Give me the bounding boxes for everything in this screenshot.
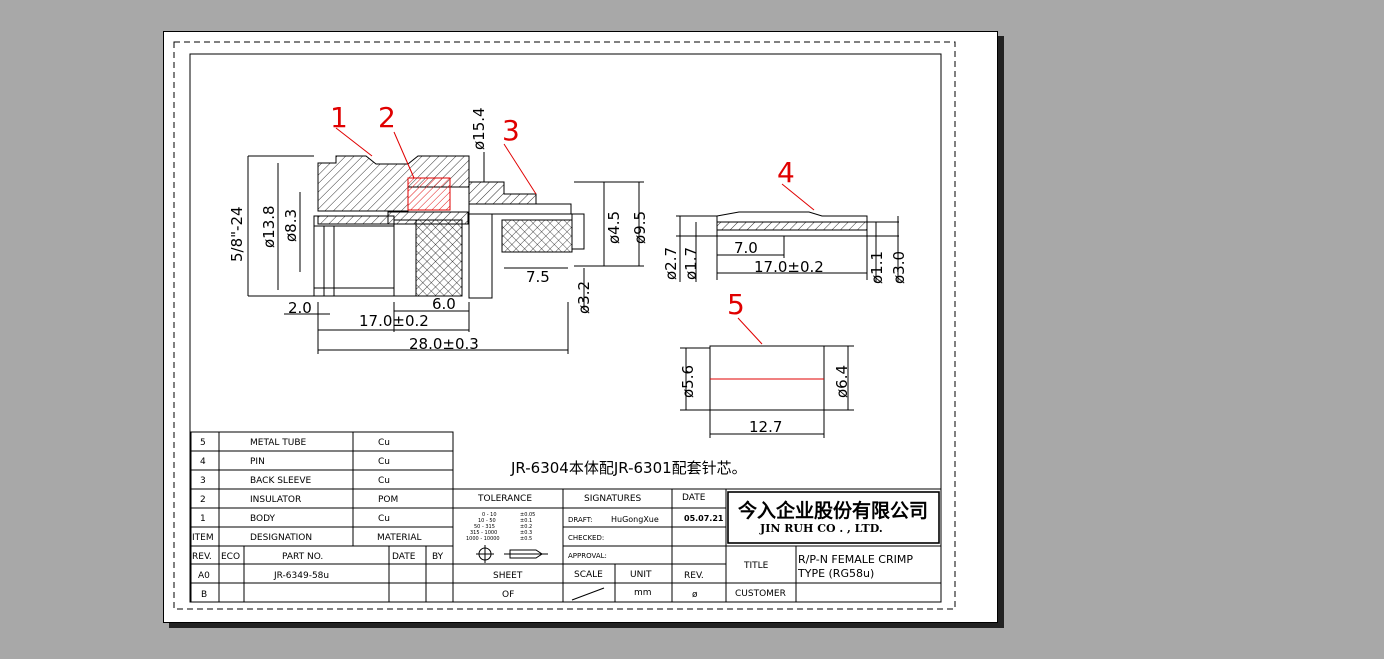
dim-3-2: ø3.2 [575, 281, 593, 314]
unit-label: UNIT [630, 570, 652, 580]
of-label: OF [502, 590, 514, 600]
dim-8-3: ø8.3 [282, 209, 300, 242]
dim-15-4: ø15.4 [470, 107, 488, 150]
rev-row-a0: A0 [198, 571, 210, 581]
tolerance-table: 0 - 10 ±0.05 10 - 50 ±0.1 50 - 315 ±0.2 … [466, 512, 535, 542]
dashed-border [173, 41, 956, 610]
company-name-en: JIN RUH CO . , LTD. [759, 522, 883, 535]
draft-name: HuGongXue [611, 515, 659, 524]
tol-value-2: ±0.1 [520, 518, 532, 524]
callout-2: 2 [378, 101, 396, 134]
dim-tube-5-6: ø5.6 [679, 365, 697, 398]
title-block-text: TOLERANCE 0 - 10 ±0.05 10 - 50 ±0.1 50 -… [466, 493, 928, 600]
tol-range-3: 50 - 315 [474, 524, 495, 530]
rev-header-eco: ECO [221, 552, 240, 562]
projection-symbol [476, 545, 548, 563]
metal-tube-view [680, 317, 854, 438]
bom-row-2-no: 2 [200, 495, 206, 505]
callout-3: 3 [502, 114, 520, 147]
draft-date: 05.07.21 [684, 514, 724, 523]
dim-4-5: ø4.5 [605, 211, 623, 244]
dim-tube-6-4: ø6.4 [833, 365, 851, 398]
bom-header-item: ITEM [192, 533, 214, 543]
title-label: TITLE [743, 561, 769, 571]
bom-row-3-no: 3 [200, 476, 206, 486]
bom-table [190, 431, 942, 603]
bom-header-designation: DESIGNATION [250, 533, 312, 543]
bom-row-3-material: Cu [378, 476, 390, 486]
callout-numbers: 1 2 3 4 5 [330, 101, 795, 321]
dim-2-0: 2.0 [288, 299, 312, 317]
assembly-note: JR-6304本体配JR-6301配套针芯。 [510, 459, 747, 477]
bom-row-5-material: Cu [378, 438, 390, 448]
approval-label: APPROVAL: [568, 552, 607, 560]
tol-range-5: 1000 - 10000 [466, 536, 500, 542]
dim-pin-17-0: 17.0±0.2 [754, 258, 824, 276]
sheet-label: SHEET [493, 571, 523, 581]
dim-17-0: 17.0±0.2 [359, 312, 429, 330]
dim-thread: 5/8"-24 [228, 206, 246, 262]
signatures-label: SIGNATURES [584, 494, 642, 504]
rev-header-date: DATE [392, 552, 416, 562]
rev-row-b: B [201, 590, 207, 600]
rev-value: ø [692, 590, 698, 600]
unit-value: mm [634, 588, 652, 598]
tube-dimension-labels: ø5.6 ø6.4 12.7 [679, 365, 851, 436]
bom-row-1-material: Cu [378, 514, 390, 524]
dim-9-5: ø9.5 [631, 211, 649, 244]
connector-assembly-view [247, 127, 644, 354]
bom-row-3-designation: BACK SLEEVE [250, 476, 311, 486]
rev-row-a0-part: JR-6349-58u [273, 571, 329, 581]
dim-pin-2-7: ø2.7 [662, 247, 680, 280]
tol-value-4: ±0.3 [520, 530, 532, 536]
checked-label: CHECKED: [568, 534, 604, 542]
dim-tube-12-7: 12.7 [749, 418, 782, 436]
tol-range-2: 10 - 50 [478, 518, 496, 524]
dim-6-0: 6.0 [432, 295, 456, 313]
dim-7-5: 7.5 [526, 268, 550, 286]
rev-header-by: BY [432, 552, 444, 562]
dim-pin-7-0: 7.0 [734, 239, 758, 257]
pin-view [676, 183, 899, 282]
customer-label: CUSTOMER [735, 589, 786, 599]
rev-label: REV. [684, 571, 704, 581]
tol-value-1: ±0.05 [520, 512, 535, 518]
rev-header-rev: REV. [192, 552, 212, 562]
bom-header-material: MATERIAL [377, 533, 422, 543]
bom-row-5-no: 5 [200, 438, 206, 448]
bom-row-4-designation: PIN [250, 457, 265, 467]
bom-row-4-material: Cu [378, 457, 390, 467]
main-dimension-labels: 5/8"-24 ø13.8 ø8.3 ø15.4 ø4.5 ø9.5 ø3.2 … [228, 107, 649, 353]
dim-pin-3-0: ø3.0 [890, 251, 908, 284]
tol-range-1: 0 - 10 [482, 512, 497, 518]
tolerance-label: TOLERANCE [477, 494, 532, 504]
pin-dimension-labels: ø2.7 ø1.7 7.0 17.0±0.2 ø1.1 ø3.0 [662, 239, 908, 284]
company-name-cn: 今入企业股份有限公司 [737, 499, 928, 522]
bom-text: 5 METAL TUBE Cu 4 PIN Cu 3 BACK SLEEVE C… [192, 438, 444, 600]
callout-4: 4 [777, 156, 795, 189]
date-label: DATE [682, 493, 706, 503]
dim-13-8: ø13.8 [260, 205, 278, 248]
drawing-sheet: 5/8"-24 ø13.8 ø8.3 ø15.4 ø4.5 ø9.5 ø3.2 … [163, 31, 998, 623]
bom-row-2-material: POM [378, 495, 398, 505]
callout-5: 5 [727, 288, 745, 321]
rev-header-part: PART NO. [282, 552, 323, 562]
callout-1: 1 [330, 101, 348, 134]
title-line-1: R/P-N FEMALE CRIMP [798, 553, 913, 566]
bom-row-2-designation: INSULATOR [250, 495, 301, 505]
dim-pin-1-1: ø1.1 [868, 251, 886, 284]
tol-value-5: ±0.5 [520, 536, 532, 542]
bom-row-1-no: 1 [200, 514, 206, 524]
tol-value-3: ±0.2 [520, 524, 532, 530]
bom-row-1-designation: BODY [250, 514, 276, 524]
bom-row-5-designation: METAL TUBE [250, 438, 307, 448]
scale-label: SCALE [574, 570, 603, 580]
tol-range-4: 315 - 1000 [470, 530, 497, 536]
technical-drawing: 5/8"-24 ø13.8 ø8.3 ø15.4 ø4.5 ø9.5 ø3.2 … [173, 41, 956, 610]
title-line-2: TYPE (RG58u) [797, 567, 874, 580]
dim-28-0: 28.0±0.3 [409, 335, 479, 353]
draft-label: DRAFT: [568, 516, 593, 524]
dim-pin-1-7: ø1.7 [682, 247, 700, 280]
bom-row-4-no: 4 [200, 457, 206, 467]
